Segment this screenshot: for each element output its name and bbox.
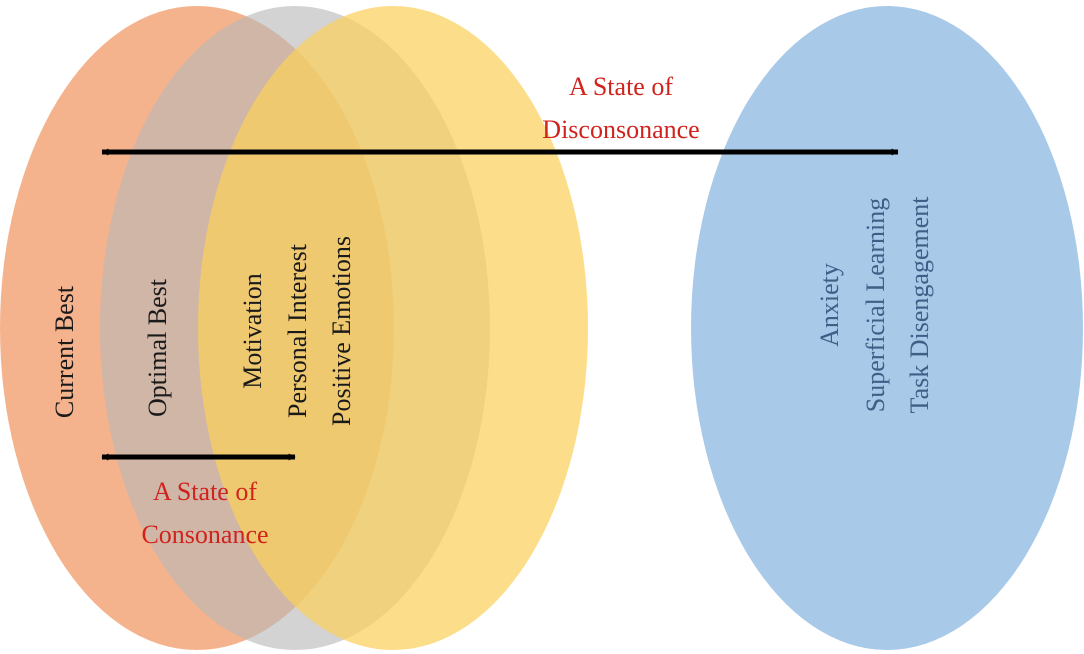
negative-label-3: Task Disengagement [905,196,934,414]
anxiety-ellipse [691,6,1083,650]
consonance-line-1: A State of [153,477,257,506]
negative-label-1: Anxiety [815,263,844,347]
positive-label-1: Motivation [238,273,267,389]
motivation-ellipse [198,6,588,650]
positive-labels-group: Motivation Personal Interest Positive Emot… [238,236,356,426]
optimal-best-label: Optimal Best [143,278,172,417]
negative-labels-group: Anxiety Superficial Learning Task Disengag… [815,196,934,414]
positive-label-3: Positive Emotions [327,236,356,426]
consonance-line-2: Consonance [141,520,268,549]
positive-label-2: Personal Interest [283,243,312,418]
current-best-label: Current Best [50,285,79,418]
disconsonance-line-1: A State of [569,72,673,101]
disconsonance-line-2: Disconsonance [542,115,699,144]
negative-label-2: Superficial Learning [861,198,890,412]
